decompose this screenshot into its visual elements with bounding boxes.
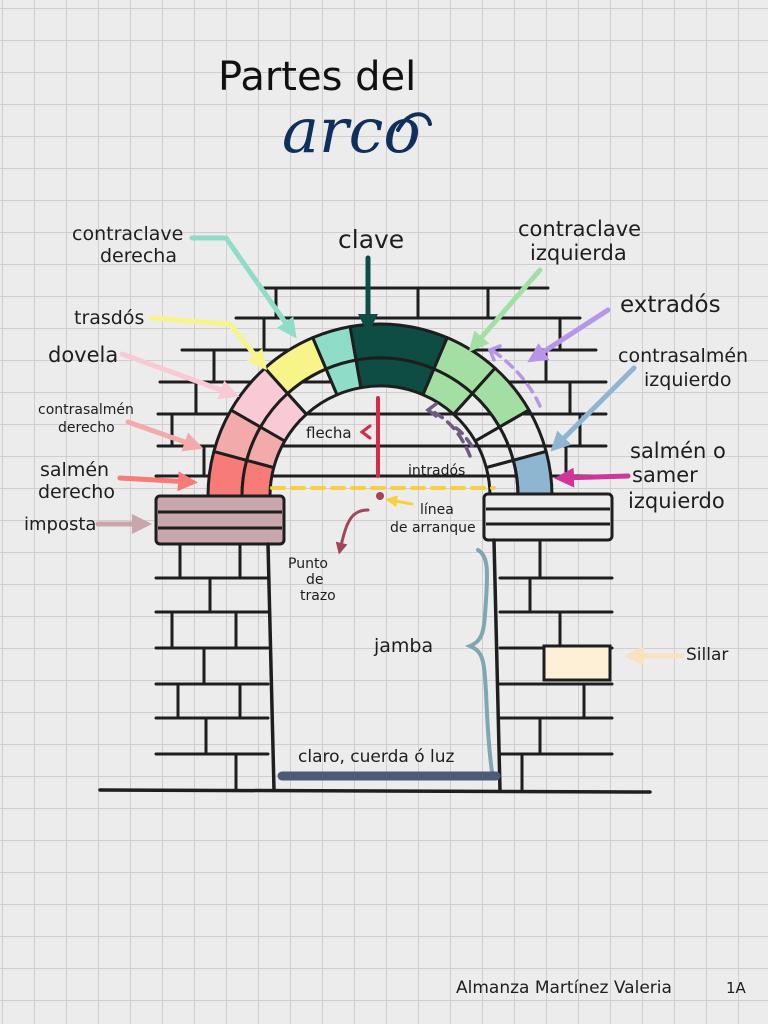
- arrow-contraclave-derecha: [189, 235, 297, 339]
- impost-left: [154, 494, 286, 546]
- arrow-salmen-derecho: [117, 471, 198, 492]
- label-claro: claro, cuerda ó luz: [298, 747, 454, 767]
- arrow-trasdos: [149, 315, 267, 371]
- labels: contraclave derecha clave contraclave iz…: [24, 217, 754, 767]
- arrow-extrados: [527, 307, 611, 363]
- rise-arrow: [359, 424, 372, 440]
- voussoir-clave-inner: [354, 356, 436, 397]
- footer: Almanza Martínez Valeria 1A: [456, 978, 747, 998]
- label-punto-trazo: Punto de trazo: [288, 556, 336, 604]
- arrow-contraclave-izquierda: [468, 267, 543, 353]
- voussoir-8-inner: [484, 458, 520, 498]
- sillar-block: [542, 644, 612, 682]
- arrow-salmen-izquierdo: [554, 467, 631, 488]
- author-name: Almanza Martínez Valeria: [456, 978, 672, 998]
- title-swash: [396, 112, 432, 132]
- arrow-dovela: [119, 351, 240, 400]
- label-intrados: intradós: [408, 463, 465, 479]
- label-clave: clave: [338, 225, 404, 254]
- jambs: [98, 538, 652, 794]
- center-point: [376, 492, 384, 500]
- arch-voussoirs: [206, 322, 554, 498]
- label-jamba: jamba: [373, 635, 433, 657]
- label-salmen-derecho: salmén derecho: [38, 459, 115, 503]
- label-contraclave-izquierda: contraclave izquierda: [518, 217, 648, 265]
- jamb-brace: [464, 548, 494, 774]
- label-sillar: Sillar: [686, 645, 728, 665]
- label-salmen-izquierdo: salmén o samer izquierdo: [628, 439, 733, 513]
- group-code: 1A: [726, 979, 747, 997]
- label-contrasalmen-izquierdo: contrasalmén izquierdo: [618, 345, 754, 391]
- ground-line: [98, 788, 652, 794]
- label-extrados: extradós: [620, 292, 721, 318]
- arrow-linea-arranque: [385, 495, 414, 508]
- label-contraclave-derecha: contraclave derecha: [72, 223, 189, 267]
- label-contrasalmen-derecho: contrasalmén derecho: [38, 402, 138, 436]
- dashed-leaders: [425, 344, 542, 458]
- impost-right: [482, 492, 614, 542]
- label-linea-arranque: línea de arranque: [390, 502, 476, 536]
- label-dovela: dovela: [48, 343, 118, 367]
- label-imposta: imposta: [24, 514, 96, 535]
- arrow-contrasalmen-izquierdo: [550, 365, 637, 452]
- arrow-contrasalmen-derecho: [125, 419, 204, 452]
- label-trasdos: trasdós: [74, 307, 144, 329]
- title: Partes del arco: [218, 54, 432, 167]
- leader-arrows: [95, 235, 685, 666]
- arrow-punto-trazo: [335, 508, 370, 555]
- title-line1: Partes del: [218, 54, 416, 100]
- label-flecha: flecha: [306, 424, 352, 442]
